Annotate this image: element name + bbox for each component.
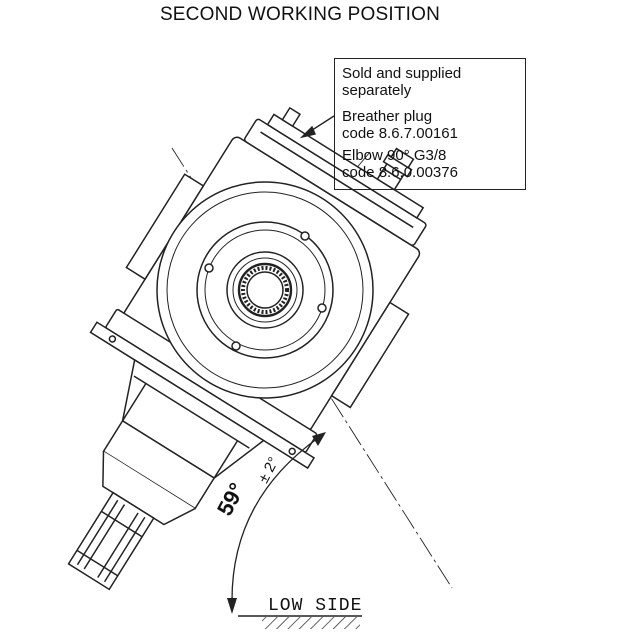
page-title: SECOND WORKING POSITION bbox=[159, 4, 441, 25]
note-item-elbow: Elbow 90° G3/8 code 8.6.0.00376 bbox=[342, 147, 518, 181]
front-cover bbox=[156, 181, 374, 399]
note-box: Sold and supplied separately Breather pl… bbox=[334, 58, 526, 190]
angle-dimension-arc bbox=[231, 437, 319, 601]
angle-arrowheads bbox=[227, 432, 326, 614]
ground-line bbox=[238, 615, 362, 629]
note-item-name: Breather plug bbox=[342, 108, 433, 125]
ground-label: LOW SIDE bbox=[268, 596, 363, 616]
note-item-code: code 8.6.0.00376 bbox=[342, 164, 458, 181]
note-item-code: code 8.6.7.00161 bbox=[342, 125, 458, 142]
note-item-name: Elbow 90° G3/8 bbox=[342, 147, 447, 164]
breather-leader bbox=[299, 115, 335, 139]
note-header: Sold and supplied separately bbox=[342, 65, 462, 99]
note-item-breather: Breather plug code 8.6.7.00161 bbox=[342, 108, 518, 142]
